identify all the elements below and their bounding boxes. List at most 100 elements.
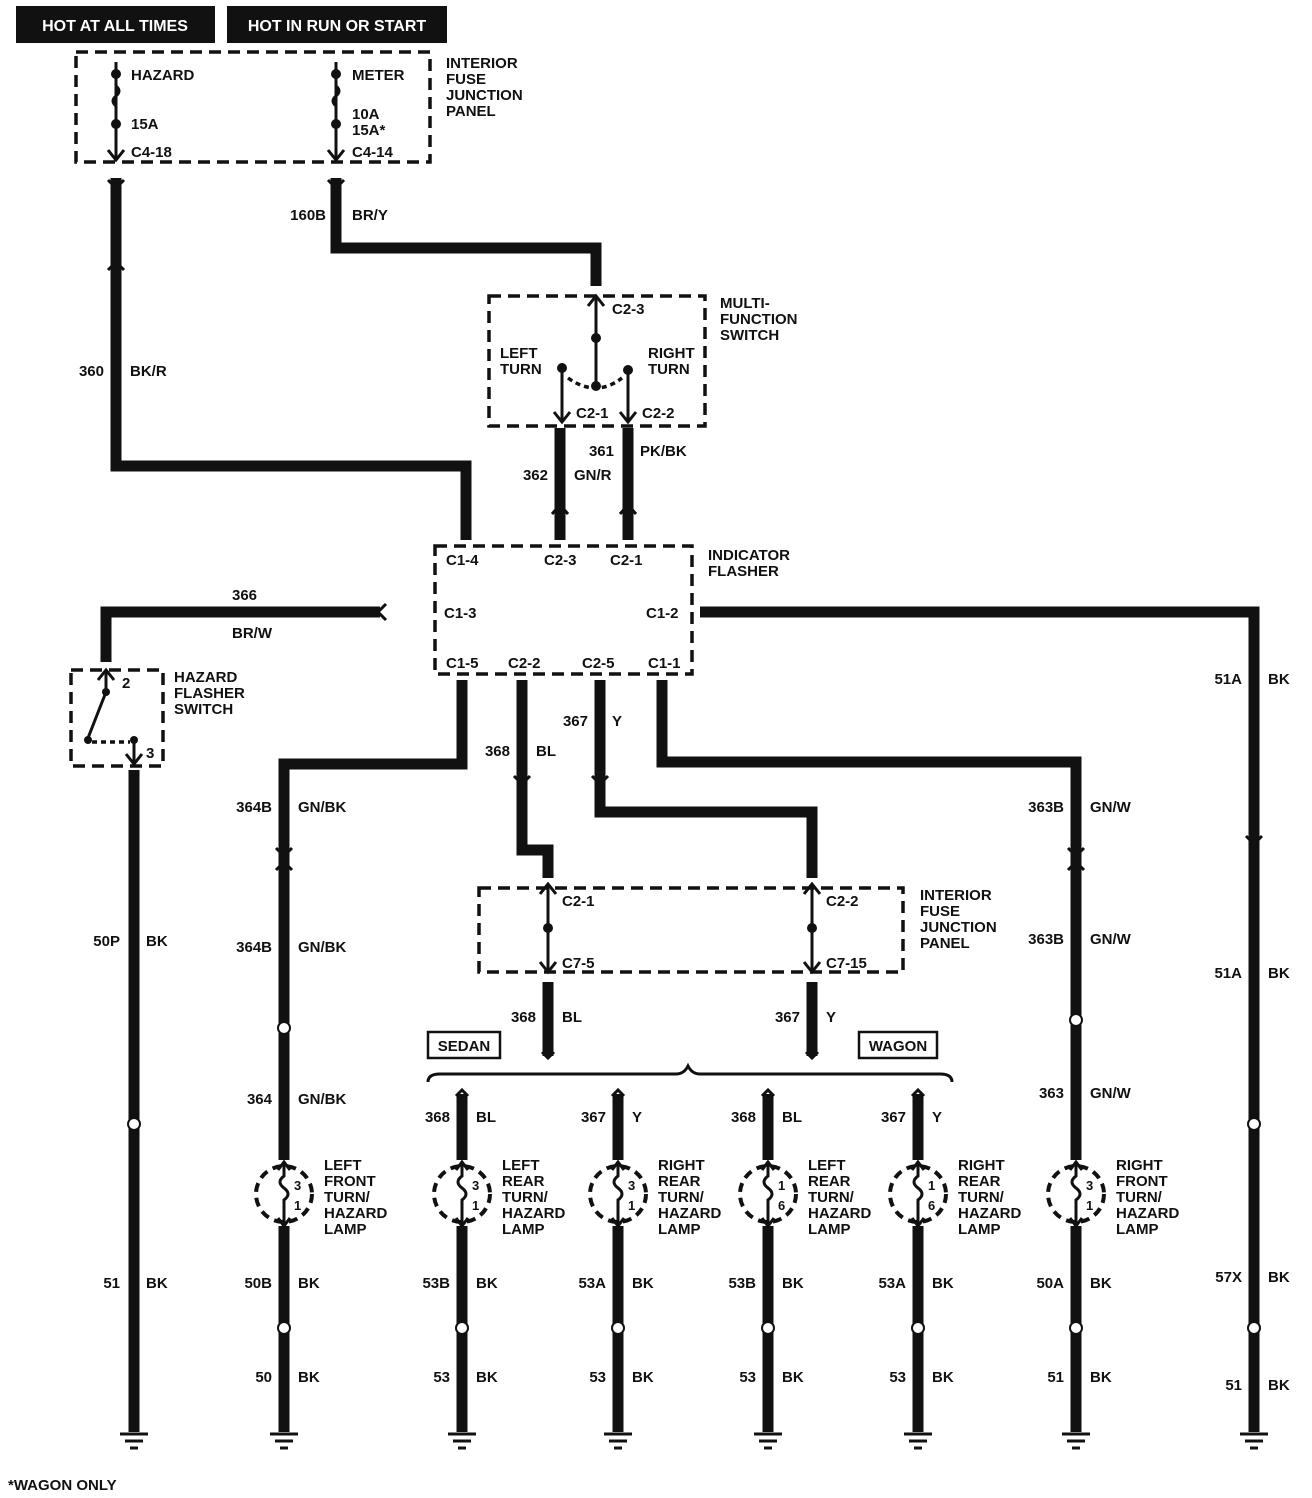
lamp-4-name-5: LAMP — [808, 1221, 851, 1238]
w364b-1-color: GN/BK — [298, 799, 347, 816]
w51a-2-color: BK — [1268, 965, 1290, 982]
mfs-pin-right: C2-2 — [642, 405, 675, 422]
lamp-4-ground1-color: BK — [782, 1275, 804, 1292]
lamp-6-ground2-circuit: 51 — [1047, 1369, 1064, 1386]
w367a-color: Y — [612, 713, 622, 730]
lamp-5-name-4: HAZARD — [958, 1205, 1021, 1222]
lamp-2-ground2-circuit: 53 — [433, 1369, 450, 1386]
header-hot-in-run-or-start-text: HOT IN RUN OR START — [248, 18, 427, 35]
header-hot-at-all-times-text: HOT AT ALL TIMES — [42, 18, 188, 35]
connector-marks — [106, 178, 1264, 872]
w363b-1-color: GN/W — [1090, 799, 1132, 816]
multifunction-switch: C2-3 LEFT TURN RIGHT TURN C2-1 C2-2 MULT… — [487, 293, 798, 428]
w51a-1-circuit: 51A — [1214, 671, 1242, 688]
w368b-circuit: 368 — [511, 1009, 536, 1026]
lamp-1-pin-bottom: 1 — [294, 1198, 301, 1213]
meter-fuse-label: METER — [352, 67, 405, 84]
lamp-4-ground1-circuit: 53B — [728, 1275, 756, 1292]
wire-paths — [100, 178, 1260, 1432]
lamp-6-name-5: LAMP — [1116, 1221, 1159, 1238]
lamp-3-name-5: LAMP — [658, 1221, 701, 1238]
flasher-pin-c1-3: C1-3 — [444, 605, 477, 622]
lamp-3-name-3: TURN/ — [658, 1189, 705, 1206]
mfs-pin-left: C2-1 — [576, 405, 609, 422]
w363b-2-circuit: 363B — [1028, 931, 1064, 948]
w51-far-color: BK — [1268, 1377, 1290, 1394]
lamp-4-ground2-circuit: 53 — [739, 1369, 756, 1386]
lamp-4-wire-color: BL — [782, 1109, 802, 1126]
lamp-4-pin-bottom: 6 — [778, 1198, 785, 1213]
w363-circuit: 363 — [1039, 1085, 1064, 1102]
lamp-6-name-4: HAZARD — [1116, 1205, 1179, 1222]
lamp-2-name-1: LEFT — [502, 1157, 540, 1174]
lamp-4-name-2: REAR — [808, 1173, 851, 1190]
w367b-color: Y — [826, 1009, 836, 1026]
hazard-switch-pin-2: 2 — [122, 675, 130, 692]
w364b-1-circuit: 364B — [236, 799, 272, 816]
fjb-pin-right-out: C7-15 — [826, 955, 867, 972]
w362-color: GN/R — [574, 467, 612, 484]
w364-circuit: 364 — [247, 1091, 273, 1108]
w51-left-color: BK — [146, 1275, 168, 1292]
lamp-3-name-4: HAZARD — [658, 1205, 721, 1222]
lamp-6-pin-top: 3 — [1086, 1178, 1093, 1193]
lamp-2-ground1-circuit: 53B — [422, 1275, 450, 1292]
lamp-5-ground1-circuit: 53A — [878, 1275, 906, 1292]
lamp-6-pin-bottom: 1 — [1086, 1198, 1093, 1213]
w364b-2-color: GN/BK — [298, 939, 347, 956]
lamp-3-name-1: RIGHT — [658, 1157, 705, 1174]
w363b-2-color: GN/W — [1090, 931, 1132, 948]
hazard-fuse-pin: C4-18 — [131, 144, 172, 161]
mfs-right-turn-1: RIGHT — [648, 345, 695, 362]
lamp-1-ground2-color: BK — [298, 1369, 320, 1386]
w57x-circuit: 57X — [1215, 1269, 1242, 1286]
w364b-2-circuit: 364B — [236, 939, 272, 956]
lamp-3-name-2: REAR — [658, 1173, 701, 1190]
mfs-left-turn-1: LEFT — [500, 345, 538, 362]
ground-symbol-5 — [754, 1432, 782, 1450]
ground-symbol-1 — [120, 1432, 148, 1450]
meter-fuse-rating: 10A — [352, 106, 380, 123]
fjb-title-4: PANEL — [920, 935, 970, 952]
lamp-3-wire-circuit: 367 — [581, 1109, 606, 1126]
lamp-1-name-3: TURN/ — [324, 1189, 371, 1206]
indicator-flasher: C1-4 C2-3 C2-1 C1-3 C1-2 C1-5 C2-2 C2-5 … — [433, 544, 790, 676]
lamp-3-ground1-circuit: 53A — [578, 1275, 606, 1292]
lamp-3-ground2-color: BK — [632, 1369, 654, 1386]
ground-symbol-3 — [448, 1432, 476, 1450]
w368a-color: BL — [536, 743, 556, 760]
fjb-pin-left-in: C2-1 — [562, 893, 595, 910]
mfs-right-turn-2: TURN — [648, 361, 690, 378]
flasher-pin-c1-1: C1-1 — [648, 655, 681, 672]
w363b-1-circuit: 363B — [1028, 799, 1064, 816]
ground-symbol-2 — [270, 1432, 298, 1450]
w361-color: PK/BK — [640, 443, 687, 460]
w363-color: GN/W — [1090, 1085, 1132, 1102]
meter-fuse-rating-alt: 15A* — [352, 122, 386, 139]
fuse-panel-top-title-2: FUSE — [446, 71, 486, 88]
w364-color: GN/BK — [298, 1091, 347, 1108]
fuse-panel-top-title-4: PANEL — [446, 103, 496, 120]
ground-symbol-7 — [1062, 1432, 1090, 1450]
flasher-pin-c2-1: C2-1 — [610, 552, 643, 569]
lamp-1-ground1-circuit: 50B — [244, 1275, 272, 1292]
lamp-2-pin-top: 3 — [472, 1178, 479, 1193]
w360-circuit: 360 — [79, 363, 104, 380]
flasher-pin-c2-2: C2-2 — [508, 655, 541, 672]
w366-color: BR/W — [232, 625, 273, 642]
mfs-title-2: FUNCTION — [720, 311, 798, 328]
lamp-5-ground2-circuit: 53 — [889, 1369, 906, 1386]
lamp-1-name-5: LAMP — [324, 1221, 367, 1238]
w367b-circuit: 367 — [775, 1009, 800, 1026]
lamp-2-name-2: REAR — [502, 1173, 545, 1190]
lamp-2-wire-circuit: 368 — [425, 1109, 450, 1126]
hazard-fuse-label: HAZARD — [131, 67, 194, 84]
header-hot-in-run-or-start: HOT IN RUN OR START — [227, 6, 447, 43]
flasher-pin-c2-3: C2-3 — [544, 552, 577, 569]
lamp-1-name-2: FRONT — [324, 1173, 376, 1190]
hazard-switch-title-3: SWITCH — [174, 701, 233, 718]
w360-color: BK/R — [130, 363, 167, 380]
